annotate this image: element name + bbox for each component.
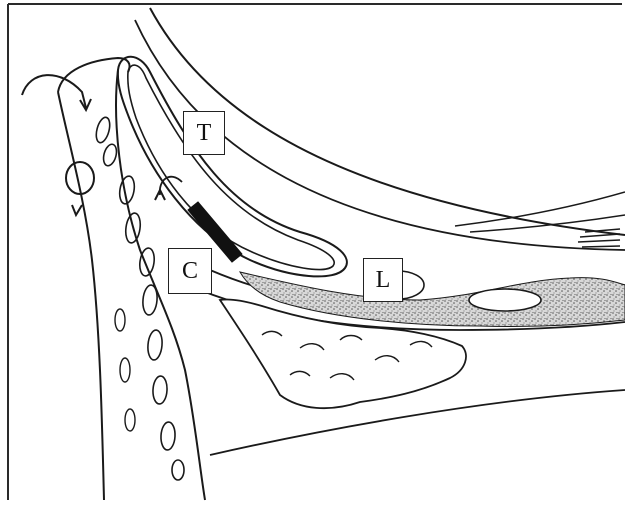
muscle-line-2 — [455, 192, 625, 226]
lid-outer-wall — [58, 92, 104, 500]
label-t-text: T — [197, 120, 212, 147]
label-t: T — [183, 111, 225, 155]
label-c: C — [168, 248, 212, 294]
suture-arrow-mid — [72, 205, 82, 215]
label-l-text: L — [376, 267, 391, 294]
gland-column-2 — [115, 309, 135, 431]
lumen-oval-2 — [469, 289, 541, 311]
suture-arc-top — [22, 75, 86, 108]
label-l: L — [363, 258, 403, 302]
label-c-text: C — [182, 258, 198, 285]
lower-fascia-line — [210, 390, 625, 455]
